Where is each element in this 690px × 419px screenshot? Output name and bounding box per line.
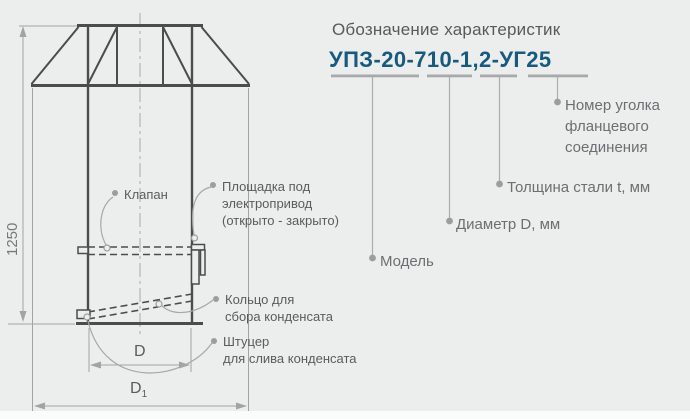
dimension-d1	[32, 88, 249, 411]
fitting-line1: Штуцер	[223, 334, 270, 349]
model-code: УПЗ-20-710-1,2-УГ25	[329, 47, 552, 72]
callout-dots	[369, 98, 561, 262]
leader-valve	[100, 196, 114, 246]
platform-line2: электропривод	[222, 196, 313, 211]
leader-platform	[191, 186, 212, 236]
condensate-ring-lines	[87, 293, 193, 320]
code-underlines	[331, 74, 588, 78]
platform-line3: (открыто - закрыто)	[222, 213, 339, 228]
callout-corner-label: Номер уголка фланцевого соединения	[565, 95, 660, 158]
leader-lines	[87, 186, 214, 374]
dimension-d1-main: D	[130, 380, 142, 397]
leader-fitting	[87, 320, 213, 374]
callout-corner-line3: соединения	[565, 139, 648, 156]
callout-diameter-label: Диаметр D, мм	[456, 216, 561, 233]
dimension-d	[88, 328, 192, 372]
platform-label: Площадка под электропривод (открыто - за…	[222, 178, 339, 229]
truss-structure	[30, 24, 250, 87]
callout-corner-line2: фланцевого	[565, 118, 649, 135]
callout-corner-line1: Номер уголка	[565, 97, 660, 114]
leader-ring	[161, 299, 214, 314]
callout-lines	[371, 77, 559, 257]
bottom-white-strip	[0, 411, 690, 419]
dimension-d-label: D	[134, 343, 146, 360]
callout-thickness-label: Толщина стали t, мм	[507, 179, 651, 196]
leader-endpoint-circles	[83, 234, 199, 321]
ring-line2: сбора конденсата	[225, 309, 333, 324]
fitting-line2: для слива конденсата	[223, 351, 357, 366]
platform-line1: Площадка под	[222, 179, 311, 194]
label-dots	[112, 182, 219, 344]
drain-fitting	[76, 309, 91, 320]
dimension-d1-sub: 1	[141, 389, 148, 401]
dimension-d1-label: D1	[130, 380, 147, 400]
ring-line1: Кольцо для	[225, 292, 295, 307]
actuator-bracket	[190, 243, 206, 285]
valve-pivot-tab	[77, 246, 89, 255]
valve-label: Клапан	[124, 187, 168, 202]
dimension-1250	[8, 25, 77, 325]
dimension-1250-label: 1250	[4, 222, 21, 256]
ring-label: Кольцо для сбора конденсата	[225, 291, 333, 325]
fitting-label: Штуцер для слива конденсата	[223, 333, 357, 367]
callout-model-label: Модель	[380, 253, 434, 270]
page-title: Обозначение характеристик	[332, 20, 561, 39]
